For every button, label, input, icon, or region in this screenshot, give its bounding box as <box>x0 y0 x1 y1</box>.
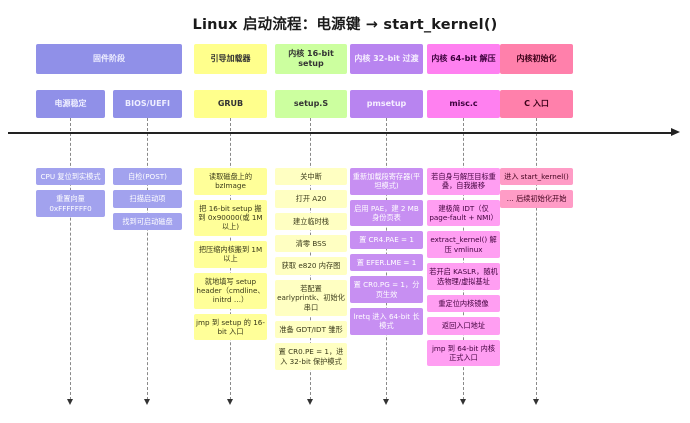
step-box: 打开 A20 <box>275 190 347 208</box>
steps-setup-s: 关中断 打开 A20 建立临时栈 清零 BSS 获取 e820 内存图 若配置 … <box>275 168 347 370</box>
step-box: 准备 GDT/IDT 雏形 <box>275 320 347 339</box>
lane-misc-c: misc.c <box>427 90 500 118</box>
step-box: CPU 复位到实模式 <box>36 168 105 186</box>
step-box: 建立临时栈 <box>275 212 347 231</box>
step-box: 重定位内核镜像 <box>427 294 500 313</box>
phase-kernel-init: 内核初始化 <box>500 44 573 74</box>
arrow-down-icon <box>533 399 539 405</box>
lane-pmsetup: pmsetup <box>350 90 423 118</box>
connector-line <box>147 118 148 400</box>
step-box: lretq 进入 64-bit 长模式 <box>350 307 423 335</box>
step-box: 若配置 earlyprintk、初始化串口 <box>275 279 347 316</box>
step-box: 进入 start_kernel() <box>500 168 573 186</box>
connector-line <box>463 118 464 400</box>
arrow-right-icon <box>671 128 680 136</box>
phase-32bit-transition: 内核 32-bit 过渡 <box>350 44 423 74</box>
step-box: 获取 e820 内存图 <box>275 257 347 275</box>
step-box: jmp 到 64-bit 内核正式入口 <box>427 339 500 367</box>
step-box: 置 CR4.PAE = 1 <box>350 231 423 249</box>
step-box: 扫描启动项 <box>113 190 182 208</box>
steps-power-stable: CPU 复位到实模式 重置向量 0xFFFFFFF0 <box>36 168 105 218</box>
lane-setup-s: setup.S <box>275 90 347 118</box>
lane-power-stable: 电源稳定 <box>36 90 105 118</box>
step-box: 启用 PAE，建 2 MB 身份页表 <box>350 199 423 227</box>
step-box: 重置向量 0xFFFFFFF0 <box>36 190 105 218</box>
arrow-down-icon <box>383 399 389 405</box>
lane-grub: GRUB <box>194 90 267 118</box>
timeline-axis <box>8 132 672 134</box>
arrow-down-icon <box>460 399 466 405</box>
step-box: … 后续初始化开始 <box>500 190 573 208</box>
page-title: Linux 启动流程：电源键 → start_kernel() <box>192 17 498 33</box>
step-box: 建极简 IDT（仅 page-fault + NMI） <box>427 199 500 227</box>
step-box: 置 CR0.PE = 1，进入 32-bit 保护模式 <box>275 343 347 370</box>
lane-bios-uefi: BIOS/UEFI <box>113 90 182 118</box>
step-box: 自检(POST) <box>113 168 182 186</box>
step-box: 读取磁盘上的 bzImage <box>194 168 267 195</box>
step-box: 把 16-bit setup 搬到 0x90000(或 1M 以上) <box>194 199 267 236</box>
steps-misc-c: 若自身与解压目标重叠，自我搬移 建极简 IDT（仅 page-fault + N… <box>427 168 500 367</box>
step-box: 若自身与解压目标重叠，自我搬移 <box>427 168 500 195</box>
steps-bios-uefi: 自检(POST) 扫描启动项 找到可启动磁盘 <box>113 168 182 231</box>
phase-firmware: 固件阶段 <box>36 44 182 74</box>
connector-line <box>70 118 71 400</box>
arrow-down-icon <box>67 399 73 405</box>
step-box: 关中断 <box>275 168 347 186</box>
step-box: 置 EFER.LME = 1 <box>350 253 423 272</box>
arrow-down-icon <box>144 399 150 405</box>
step-box: 若开启 KASLR，随机选物理/虚拟基址 <box>427 263 500 290</box>
steps-grub: 读取磁盘上的 bzImage 把 16-bit setup 搬到 0x90000… <box>194 168 267 341</box>
steps-pmsetup: 重新加载段寄存器(平坦模式) 启用 PAE，建 2 MB 身份页表 置 CR4.… <box>350 168 423 335</box>
step-box: 重新加载段寄存器(平坦模式) <box>350 168 423 195</box>
step-box: 置 CR0.PG = 1，分页生效 <box>350 276 423 303</box>
phase-16bit-setup: 内核 16-bit setup <box>275 44 347 74</box>
step-box: 就地填写 setup header（cmdline、initrd …） <box>194 272 267 309</box>
connector-line <box>536 118 537 400</box>
step-box: 清零 BSS <box>275 235 347 253</box>
step-box: 返回入口地址 <box>427 317 500 335</box>
lane-c-entry: C 入口 <box>500 90 573 118</box>
step-box: 找到可启动磁盘 <box>113 212 182 231</box>
step-box: 把压缩内核搬到 1M 以上 <box>194 240 267 268</box>
steps-c-entry: 进入 start_kernel() … 后续初始化开始 <box>500 168 573 208</box>
arrow-down-icon <box>307 399 313 405</box>
phase-64bit-decompress: 内核 64-bit 解压 <box>427 44 500 74</box>
phase-bootloader: 引导加载器 <box>194 44 267 74</box>
arrow-down-icon <box>227 399 233 405</box>
step-box: extract_kernel() 解压 vmlinux <box>427 231 500 259</box>
step-box: jmp 到 setup 的 16-bit 入口 <box>194 313 267 341</box>
